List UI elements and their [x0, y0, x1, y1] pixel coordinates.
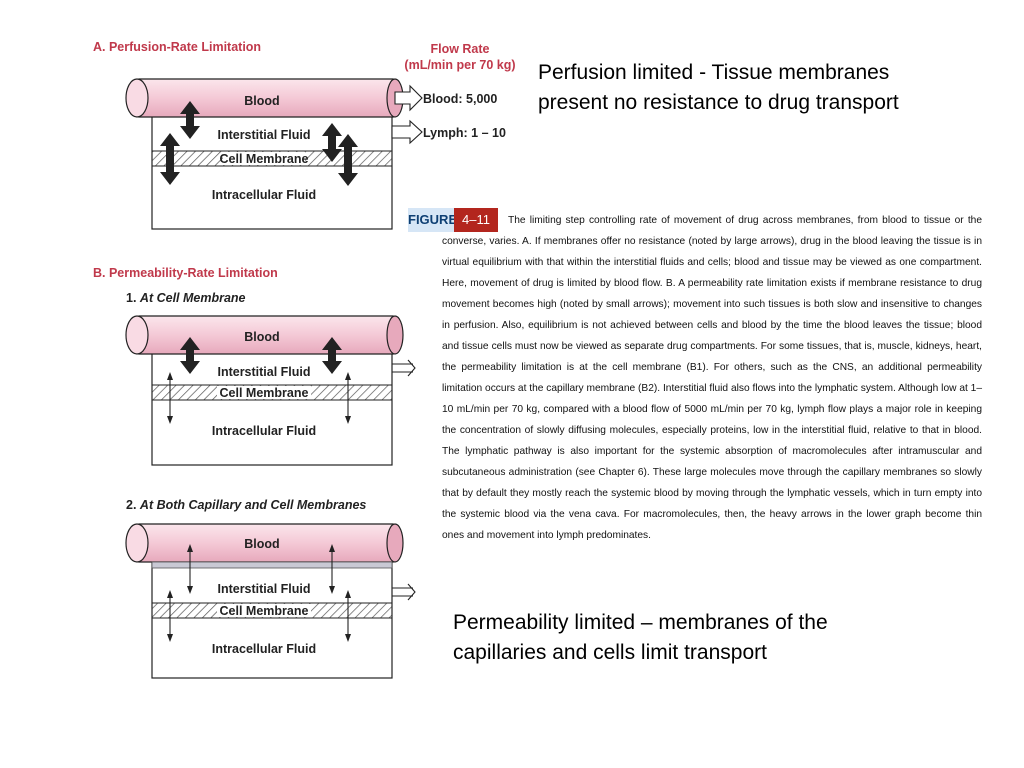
figure-caption-text: The limiting step controlling rate of mo…: [442, 215, 982, 541]
lymph-outflow-icon: [392, 359, 416, 377]
interstitial-fluid-label: Interstitial Fluid: [217, 128, 310, 142]
cell-membrane-label: Cell Membrane: [220, 386, 309, 400]
subsection-b1-title: 1. At Cell Membrane: [126, 291, 246, 305]
cell-membrane-label: Cell Membrane: [220, 152, 309, 166]
blood-flow-label: Blood: 5,000: [423, 92, 498, 106]
figure-caption: FIGURE 4–11 The limiting step controllin…: [408, 205, 993, 560]
intracellular-fluid-label: Intracellular Fluid: [212, 188, 316, 202]
capillary-membrane-band: [151, 561, 393, 569]
lymph-outflow-icon: [392, 583, 416, 601]
flow-rate-header: Flow Rate (mL/min per 70 kg): [395, 41, 525, 73]
perfusion-note-line2: present no resistance to drug transport: [538, 91, 899, 114]
diagram-cell-membrane-limited: Blood Interstitial Fluid Cell Membrane I…: [125, 315, 416, 466]
permeability-note-line2: capillaries and cells limit transport: [453, 641, 767, 664]
permeability-note-line1: Permeability limited – membranes of the: [453, 611, 828, 634]
subsection-b2-number: 2.: [126, 498, 137, 512]
lymph-flow-label: Lymph: 1 – 10: [423, 126, 506, 140]
subsection-b1-number: 1.: [126, 291, 137, 305]
small-double-arrow-icon: [167, 544, 351, 642]
section-a-title: A. Perfusion-Rate Limitation: [93, 40, 262, 54]
subsection-b1-text: At Cell Membrane: [139, 291, 246, 305]
large-double-arrow-icon: [180, 337, 342, 374]
blood-vessel-opening: [125, 315, 149, 355]
interstitial-fluid-label: Interstitial Fluid: [217, 365, 310, 379]
small-double-arrow-icon: [167, 372, 351, 424]
intracellular-fluid-label: Intracellular Fluid: [212, 642, 316, 656]
flow-arrow-icon: [391, 84, 423, 145]
blood-label: Blood: [244, 330, 279, 344]
blood-vessel-opening: [125, 523, 149, 563]
tissue-box: [151, 559, 393, 679]
large-double-arrow-icon: [160, 101, 358, 186]
figure-badge: FIGURE 4–11: [408, 208, 498, 232]
diagram-capillary-and-cell-membrane-limited: Blood Interstitial Fluid Cell Membrane I…: [125, 523, 416, 679]
figure-label: FIGURE: [408, 208, 457, 232]
permeability-limited-note: Permeability limited – membranes of the …: [453, 608, 828, 668]
intracellular-fluid-label: Intracellular Fluid: [212, 424, 316, 438]
perfusion-note-line1: Perfusion limited - Tissue membranes: [538, 61, 890, 84]
flow-rate-units: (mL/min per 70 kg): [404, 58, 516, 72]
figure-number: 4–11: [454, 208, 498, 232]
interstitial-fluid-label: Interstitial Fluid: [217, 582, 310, 596]
blood-vessel-opening: [125, 78, 149, 118]
blood-label: Blood: [244, 94, 279, 108]
perfusion-limited-note: Perfusion limited - Tissue membranes pre…: [538, 58, 899, 118]
section-b-title: B. Permeability-Rate Limitation: [93, 266, 278, 280]
blood-label: Blood: [244, 537, 279, 551]
flow-rate-title: Flow Rate: [430, 42, 490, 56]
subsection-b2-title: 2. At Both Capillary and Cell Membranes: [126, 498, 366, 512]
cell-membrane-label: Cell Membrane: [220, 604, 309, 618]
subsection-b2-text: At Both Capillary and Cell Membranes: [139, 498, 367, 512]
diagram-perfusion-limited: Blood Interstitial Fluid Cell Membrane I…: [125, 78, 423, 230]
